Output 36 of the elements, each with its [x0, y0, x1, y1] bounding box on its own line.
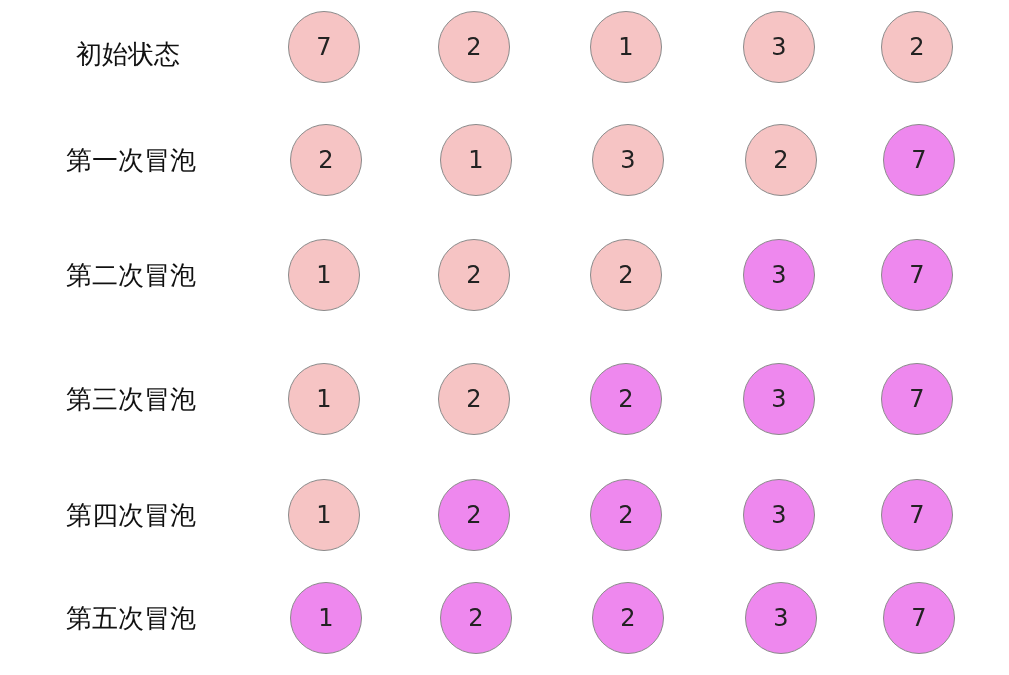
number-circle: 7: [883, 124, 955, 196]
row-label: 初始状态: [76, 37, 180, 71]
number-circle: 3: [743, 239, 815, 311]
number-circle: 7: [881, 239, 953, 311]
number-circle: 2: [440, 582, 512, 654]
number-circle: 2: [592, 582, 664, 654]
number-circle: 3: [743, 479, 815, 551]
number-circle: 1: [590, 11, 662, 83]
number-circle: 7: [881, 363, 953, 435]
row-label: 第二次冒泡: [66, 258, 196, 292]
number-circle: 7: [288, 11, 360, 83]
row-label: 第五次冒泡: [66, 601, 196, 635]
number-circle: 2: [290, 124, 362, 196]
row-label: 第一次冒泡: [66, 143, 196, 177]
number-circle: 2: [590, 363, 662, 435]
number-circle: 1: [288, 239, 360, 311]
number-circle: 1: [288, 479, 360, 551]
number-circle: 2: [881, 11, 953, 83]
number-circle: 3: [745, 582, 817, 654]
number-circle: 3: [743, 11, 815, 83]
number-circle: 3: [743, 363, 815, 435]
number-circle: 2: [745, 124, 817, 196]
number-circle: 2: [438, 479, 510, 551]
number-circle: 2: [590, 239, 662, 311]
number-circle: 1: [290, 582, 362, 654]
number-circle: 2: [438, 363, 510, 435]
number-circle: 2: [438, 239, 510, 311]
row-label: 第三次冒泡: [66, 382, 196, 416]
number-circle: 7: [881, 479, 953, 551]
number-circle: 3: [592, 124, 664, 196]
number-circle: 1: [288, 363, 360, 435]
number-circle: 1: [440, 124, 512, 196]
number-circle: 2: [438, 11, 510, 83]
number-circle: 7: [883, 582, 955, 654]
number-circle: 2: [590, 479, 662, 551]
row-label: 第四次冒泡: [66, 498, 196, 532]
